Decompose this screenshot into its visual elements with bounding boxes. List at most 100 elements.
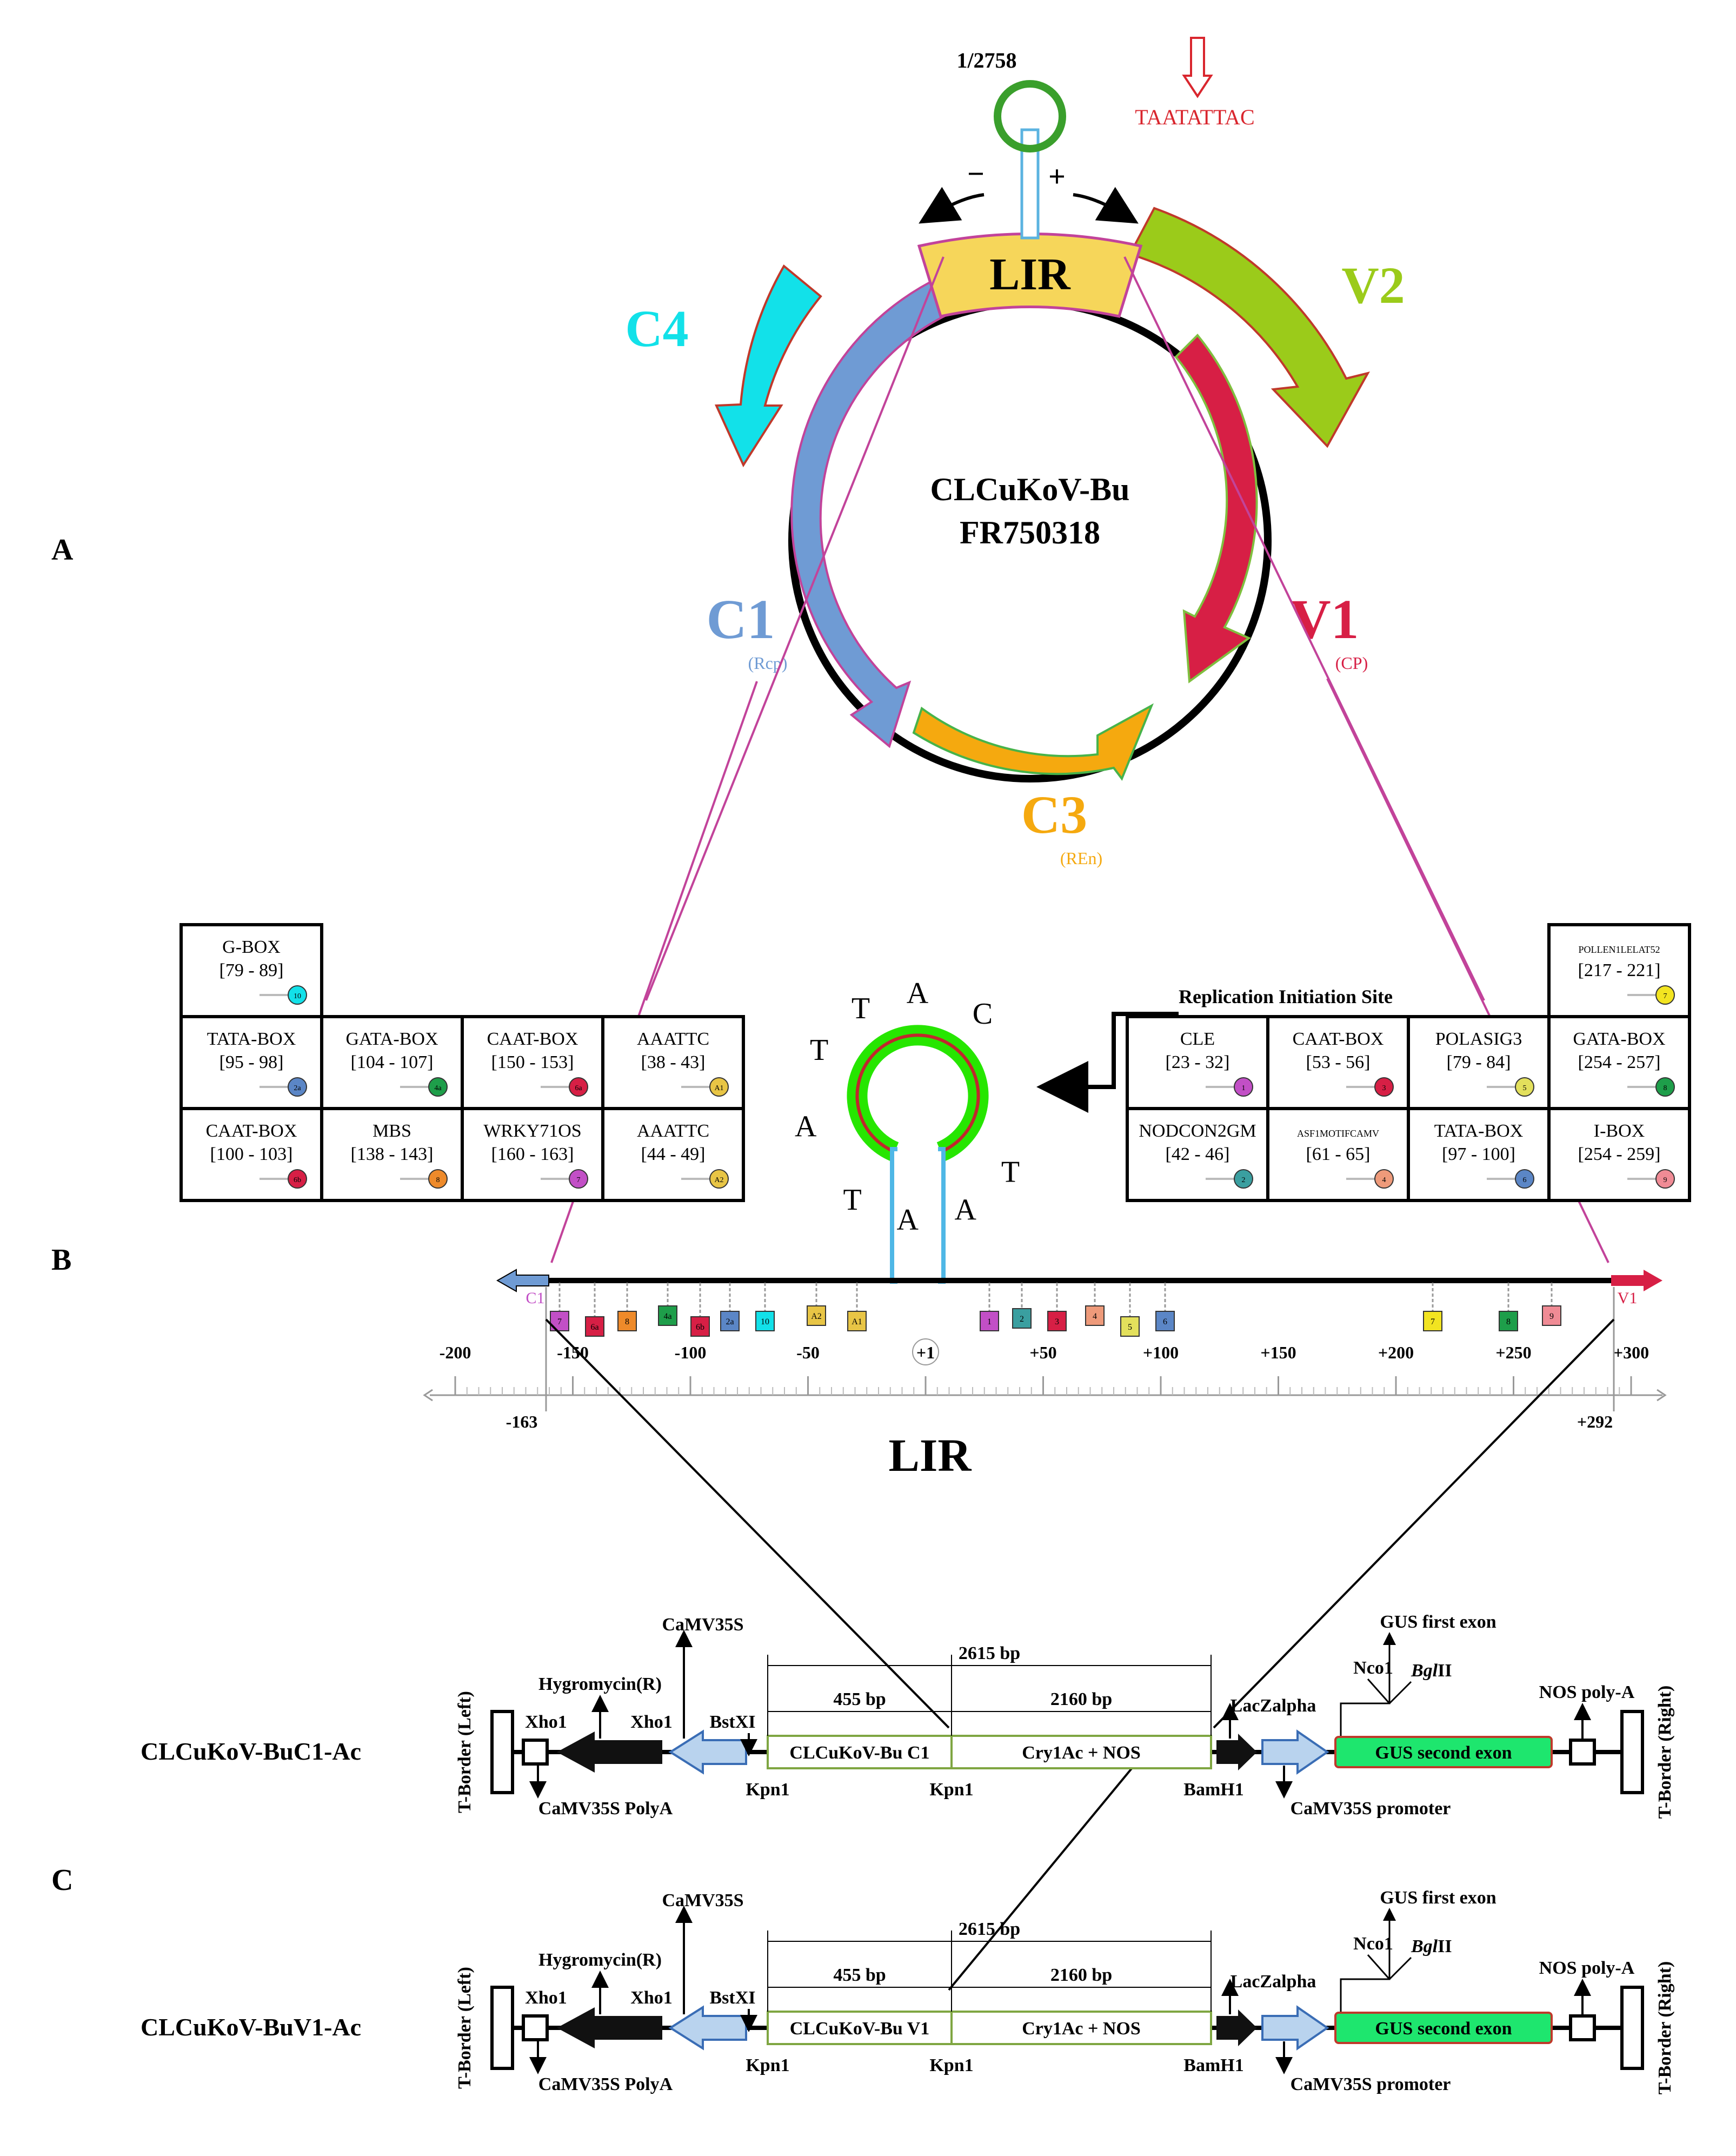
left-motif-box-1-title: TATA-BOX [207, 1029, 296, 1049]
construct-0-camv-polya-box [522, 1739, 549, 1766]
construct-1-camv-polya-box [522, 2014, 549, 2041]
construct-0-kpn1-right: Kpn1 [929, 1780, 973, 1800]
construct-0-insert-bp-label: 455 bp [833, 1689, 886, 1709]
left-motif-box-0-title: G-BOX [222, 937, 281, 957]
right-motif-box-6: ASF1MOTIFCAMV[61 - 65]4 [1266, 1107, 1410, 1202]
v1-end-arrow [1611, 1270, 1662, 1291]
genome-map: LIR 1/2758 TAATATTAC − + CLCuKoV-Bu FR75… [625, 37, 1405, 868]
left-motif-box-7-range: [160 - 163] [491, 1144, 574, 1164]
right-motif-box-1-marker-dot [1234, 1077, 1253, 1097]
construct-1-nos-polya-box [1569, 2014, 1596, 2041]
right-motif-box-6-marker-id: 4 [1382, 1176, 1386, 1184]
gene-c4-label: C4 [625, 300, 688, 357]
lir-left-marker-id-2: 8 [625, 1317, 629, 1326]
construct-0-bgl-italic: Bgl [1411, 1661, 1438, 1681]
lir-left-marker-8 [847, 1311, 867, 1331]
construct-1-kpn1-right: Kpn1 [929, 2055, 973, 2075]
right-motif-box-3-marker-dot [1515, 1077, 1534, 1097]
construct-0-kpn1-left: Kpn1 [746, 1780, 789, 1800]
genome-position-label: 1/2758 [956, 48, 1016, 72]
lir-left-marker-id-1: 6a [590, 1323, 598, 1332]
construct-0-nos-polya-label: NOS poly-A [1539, 1682, 1635, 1702]
construct-1-t-border-left-label: T-Border (Left) [455, 1967, 475, 2089]
replication-site-label: Replication Initiation Site [1179, 986, 1393, 1007]
lir-left-marker-1 [585, 1316, 604, 1337]
loop-letter-7: A [907, 977, 929, 1010]
lir-right-marker-5 [1155, 1311, 1175, 1331]
left-motif-box-6-title: MBS [373, 1121, 411, 1141]
left-motif-box-5-title: CAAT-BOX [206, 1121, 297, 1141]
lir-right-marker-1 [1012, 1308, 1032, 1329]
construct-1-camv-polya-label: CaMV35S PolyA [538, 2074, 673, 2094]
right-motif-box-0-marker-id: 7 [1664, 992, 1667, 1000]
construct-1-camv35s-label: CaMV35S [662, 1890, 743, 1910]
construct-1-gus-first-pointer [1340, 1908, 1396, 2016]
right-motif-box-5-title: NODCON2GM [1139, 1121, 1256, 1141]
right-motif-box-5-marker-id: 2 [1242, 1176, 1246, 1184]
construct-1-hygromycin-label: Hygromycin(R) [538, 1950, 662, 1970]
construct-1-bgl-tick [1388, 1956, 1412, 1980]
lir-right-marker-id-5: 6 [1163, 1317, 1167, 1326]
loop-letter-4: A [795, 1110, 817, 1143]
right-motif-box-2-marker-id: 3 [1382, 1084, 1386, 1092]
left-motif-box-2-title: GATA-BOX [345, 1029, 438, 1049]
right-motif-box-7-title: TATA-BOX [1434, 1121, 1524, 1141]
construct-0-bgl-label: BglII [1411, 1661, 1452, 1681]
hairpin-stem [1020, 128, 1040, 240]
construct-1-nco1-label: Nco1 [1353, 1934, 1393, 1954]
left-motif-box-0-marker-id: 10 [294, 992, 301, 1000]
minus-strand-arrow [919, 187, 985, 224]
right-motif-box-5-range: [42 - 46] [1166, 1144, 1230, 1164]
ruler-tick-label-0: -200 [440, 1343, 471, 1362]
left-motif-box-4-range: [38 - 43] [641, 1052, 706, 1072]
construct-1-gus-second-label: GUS second exon [1375, 2019, 1512, 2039]
construct-1-hygromycin-arrow [557, 2007, 662, 2048]
construct-0-insert-label: CLCuKoV-Bu C1 [789, 1743, 929, 1763]
gene-c1-label: C1 [706, 588, 775, 651]
left-motif-box-7-marker-dot [569, 1169, 588, 1189]
construct-1-t-border-right [1620, 1986, 1644, 2070]
left-motif-box-5-range: [100 - 103] [210, 1144, 293, 1164]
right-motif-box-0-range: [217 - 221] [1578, 960, 1661, 980]
construct-1-cry-bp-label: 2160 bp [1050, 1965, 1112, 1985]
lir-left-marker-id-6: 10 [761, 1317, 769, 1326]
construct-0-camv-polya-label: CaMV35S PolyA [538, 1799, 673, 1819]
right-motif-box-6-marker-dot [1374, 1169, 1394, 1189]
left-motif-box-6-marker-dot [428, 1169, 448, 1189]
gene-c4-arrow [714, 264, 822, 468]
right-motif-box-7: TATA-BOX[97 - 100]6 [1407, 1107, 1551, 1202]
construct-1-lacz-label: LacZalpha [1231, 1972, 1316, 1992]
construct-0-t-border-left [490, 1710, 514, 1794]
lir-left-marker-id-7: A2 [811, 1312, 822, 1321]
right-motif-box-8-marker-id: 9 [1664, 1176, 1667, 1184]
construct-0-camv-promoter-label: CaMV35S promoter [1291, 1799, 1451, 1819]
ruler-ticks: -200-150-100-50+1+50+100+150+200+250+300 [440, 1338, 1649, 1395]
construct-0-gus-first-pointer [1340, 1632, 1396, 1740]
right-motif-box-0-title: POLLEN1LELAT52 [1579, 944, 1660, 955]
construct-1-nos-polya-label: NOS poly-A [1539, 1958, 1635, 1978]
ruler-tick-label-3: -50 [796, 1343, 820, 1362]
construct-1-bgl-label: BglII [1411, 1936, 1452, 1956]
left-motif-box-8-marker-dot [709, 1169, 729, 1189]
ruler-left-end: -163 [506, 1412, 538, 1431]
left-motif-box-5-marker-id: 6b [294, 1176, 301, 1184]
ruler-tick-label-6: +100 [1143, 1343, 1179, 1362]
right-motif-box-7-marker-dot [1515, 1169, 1534, 1189]
left-motif-box-3-range: [150 - 153] [491, 1052, 574, 1072]
left-motif-box-1-marker-id: 2a [294, 1084, 301, 1092]
lir-right-marker-id-6: 7 [1431, 1317, 1435, 1326]
right-motif-box-3-range: [79 - 84] [1447, 1052, 1511, 1072]
construct-0-lacz-label: LacZalpha [1231, 1696, 1316, 1716]
loop-letter-6: T [852, 992, 870, 1025]
construct-0-bamh1-label: BamH1 [1183, 1780, 1243, 1800]
construct-0-xho1-right: Xho1 [630, 1712, 672, 1732]
ruler-tick-label-7: +150 [1260, 1343, 1296, 1362]
construct-0-cry-label: Cry1Ac + NOS [1022, 1743, 1141, 1763]
construct-0-camv35s-arrow [668, 1729, 747, 1775]
construct-0-nco1-tick [1367, 1679, 1391, 1704]
panel-label-b: B [51, 1243, 71, 1277]
ruler-tick-label-8: +200 [1378, 1343, 1414, 1362]
left-motif-box-3: CAAT-BOX[150 - 153]6a [461, 1015, 604, 1110]
